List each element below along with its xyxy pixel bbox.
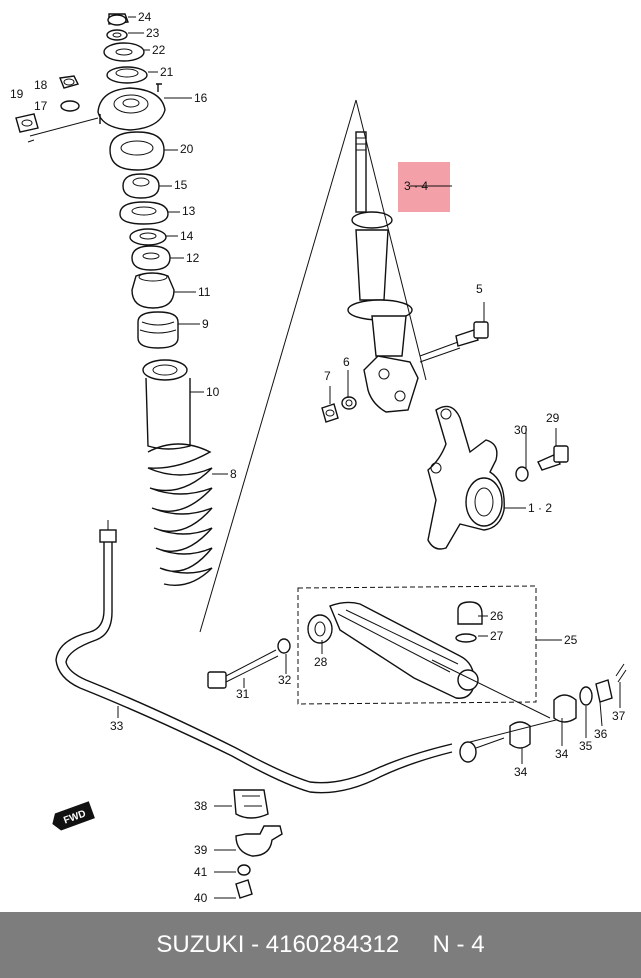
callout-40: 40	[194, 891, 208, 905]
callout-37: 37	[612, 709, 626, 723]
stabilizer-bracket	[233, 789, 283, 899]
callout-34-right: 34	[555, 747, 569, 761]
callout-20: 20	[180, 142, 194, 156]
steering-knuckle	[427, 405, 505, 550]
footer-text: SUZUKI - 4160284312 N - 4	[156, 931, 485, 958]
callout-17: 17	[34, 99, 48, 113]
callout-6: 6	[343, 355, 350, 369]
strut-bolts	[321, 321, 489, 423]
knuckle-bolt	[515, 445, 569, 482]
callout-13: 13	[182, 204, 196, 218]
callout-23: 23	[146, 26, 160, 40]
callout-22: 22	[152, 43, 166, 57]
part-number-footer: SUZUKI - 4160284312 N - 4	[0, 912, 641, 978]
callout-27: 27	[490, 629, 504, 643]
callout-3-4: 3 · 4	[404, 179, 428, 193]
callout-14: 14	[180, 229, 194, 243]
callout-9: 9	[202, 317, 209, 331]
callout-31: 31	[236, 687, 250, 701]
strut-assembly	[347, 131, 419, 413]
stabilizer-bar	[55, 520, 505, 794]
callout-29: 29	[546, 411, 560, 425]
callout-39: 39	[194, 843, 208, 857]
callout-38: 38	[194, 799, 208, 813]
callout-21: 21	[160, 65, 174, 79]
callout-41: 41	[194, 865, 208, 879]
stabilizer-bushings	[509, 663, 627, 749]
callout-18: 18	[34, 78, 48, 92]
callout-26: 26	[490, 609, 504, 623]
callout-11: 11	[198, 285, 211, 299]
callout-10: 10	[206, 385, 220, 399]
callout-15: 15	[174, 178, 188, 192]
callout-19: 19	[10, 87, 24, 101]
callout-36: 36	[594, 727, 608, 741]
highlight-box	[398, 162, 450, 212]
callout-24: 24	[138, 10, 152, 24]
callout-5: 5	[476, 282, 483, 296]
control-arm-box	[297, 585, 537, 705]
callout-33: 33	[110, 719, 124, 733]
leader-lines	[117, 16, 621, 899]
mount-nuts	[15, 75, 99, 143]
callout-35: 35	[579, 739, 593, 753]
callout-34-left: 34	[514, 765, 528, 779]
callout-7: 7	[324, 369, 331, 383]
control-arm	[307, 601, 483, 699]
control-arm-bolt	[207, 638, 291, 689]
callout-1-2: 1 · 2	[528, 501, 552, 515]
strut-mount-stack	[97, 13, 213, 586]
callout-12: 12	[186, 251, 200, 265]
exploded-parts-diagram: FWD 24 23 22 21 16 18 17 19 20 15 13 14 …	[10, 10, 627, 905]
callout-8: 8	[230, 467, 237, 481]
callout-32: 32	[278, 673, 292, 687]
callout-28: 28	[314, 655, 328, 669]
callout-30: 30	[514, 423, 528, 437]
callout-16: 16	[194, 91, 208, 105]
callout-25: 25	[564, 633, 578, 647]
strut-guide-line	[199, 99, 557, 743]
forward-arrow-icon: FWD	[52, 801, 95, 831]
